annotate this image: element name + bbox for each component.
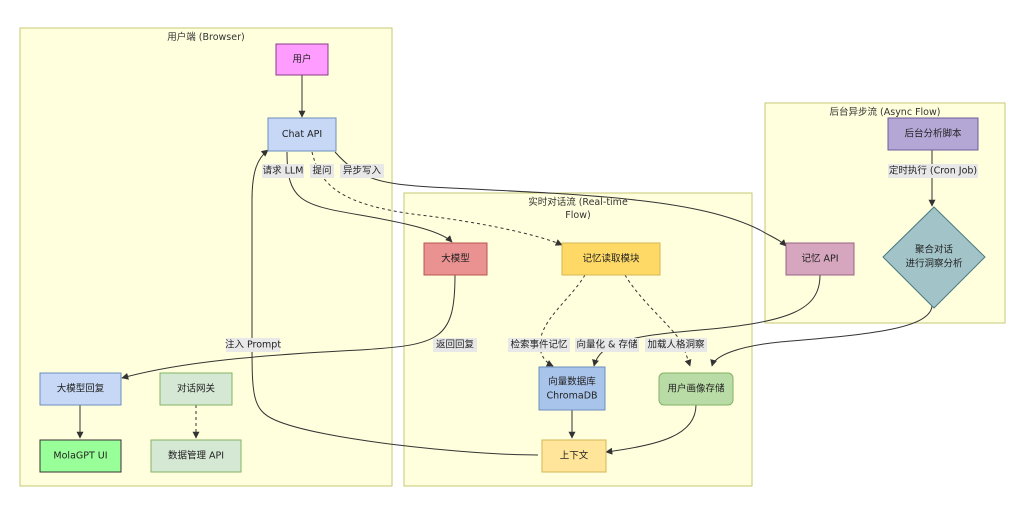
edge-labels: 请求 LLM 提问 异步写入 注入 Prompt 返回回复 检索事件记忆 向量化… [225, 164, 978, 352]
node-memory-reader-label: 记忆读取模块 [582, 253, 640, 265]
cluster-async-title: 后台异步流 (Async Flow) [830, 106, 941, 118]
edge-label-request-llm: 请求 LLM [263, 165, 304, 177]
edge-inject-prompt [251, 149, 539, 456]
node-analysis-script-box [887, 117, 979, 151]
cluster-browser-title: 用户端 (Browser) [167, 31, 244, 43]
edge-label-inject-prompt: 注入 Prompt [225, 339, 281, 351]
node-llm-label: 大模型 [441, 253, 470, 265]
node-vector-db-box [538, 366, 606, 411]
node-data-api-box [150, 439, 242, 473]
node-vector-db-label-line2: ChromaDB [546, 391, 597, 402]
node-molagpt-ui: MolaGPT UI [39, 439, 122, 473]
cluster-realtime-title-line1: 实时对话流 (Real-time [528, 196, 628, 208]
edge-label-load-persona: 加载人格洞察 [647, 339, 705, 351]
node-llm-reply: 大模型回复 [39, 372, 122, 406]
node-user: 用户 [275, 43, 329, 76]
node-profile-store-label: 用户画像存储 [667, 383, 725, 395]
edge-async-write [334, 151, 787, 247]
node-memory-api-box [785, 242, 855, 276]
node-aggregate-diamond [882, 206, 986, 309]
node-aggregate-label-line2: 进行洞察分析 [905, 258, 963, 270]
edge-label-vectorize-store: 向量化 & 存储 [577, 339, 638, 351]
edge-profile-context [605, 404, 697, 455]
cluster-browser: 用户端 (Browser) [19, 27, 393, 487]
edge-aggregate-profile [710, 304, 933, 367]
edge-ask [311, 151, 563, 246]
node-data-api: 数据管理 API [150, 439, 242, 473]
edge-return-reply [121, 274, 456, 380]
edge-request-llm [286, 151, 453, 243]
node-profile-store-box [658, 372, 734, 406]
edge-label-async-write: 异步写入 [343, 166, 382, 177]
cluster-realtime-title-line2: Flow) [565, 210, 590, 221]
edge-label-ask: 提问 [312, 165, 331, 177]
node-context-box [541, 439, 607, 473]
node-analysis-script: 后台分析脚本 [887, 117, 979, 151]
node-llm-reply-label: 大模型回复 [57, 383, 105, 395]
node-profile-store: 用户画像存储 [658, 372, 734, 406]
node-aggregate-label-line1: 聚合对话 [915, 244, 954, 256]
node-memory-api-label: 记忆 API [801, 253, 838, 265]
node-gateway: 对话网关 [159, 372, 233, 406]
node-gateway-label: 对话网关 [177, 383, 216, 395]
node-memory-reader: 记忆读取模块 [561, 242, 661, 276]
node-user-label: 用户 [292, 53, 311, 65]
node-user-box [275, 43, 329, 76]
node-llm-box [423, 242, 488, 276]
node-molagpt-ui-label: MolaGPT UI [53, 451, 107, 462]
node-aggregate: 聚合对话 进行洞察分析 [882, 206, 986, 309]
edge-label-search-memory: 检索事件记忆 [510, 339, 567, 351]
node-analysis-script-label: 后台分析脚本 [904, 128, 962, 140]
node-chat-api-label: Chat API [282, 129, 322, 140]
node-llm: 大模型 [423, 242, 488, 276]
node-gateway-box [159, 372, 233, 406]
edge-label-return-reply: 返回回复 [436, 339, 475, 351]
node-chat-api-box [267, 117, 337, 152]
node-llm-reply-box [39, 372, 122, 406]
node-molagpt-ui-box [39, 439, 122, 473]
node-vector-db: 向量数据库 ChromaDB [538, 366, 606, 411]
node-memory-reader-box [561, 242, 661, 276]
node-data-api-label: 数据管理 API [168, 450, 224, 462]
node-context: 上下文 [541, 439, 607, 473]
edge-label-cron: 定时执行 (Cron Job) [889, 165, 977, 177]
node-chat-api: Chat API [267, 117, 337, 152]
node-context-label: 上下文 [560, 450, 589, 462]
node-memory-api: 记忆 API [785, 242, 855, 276]
node-vector-db-label-line1: 向量数据库 [548, 376, 596, 388]
